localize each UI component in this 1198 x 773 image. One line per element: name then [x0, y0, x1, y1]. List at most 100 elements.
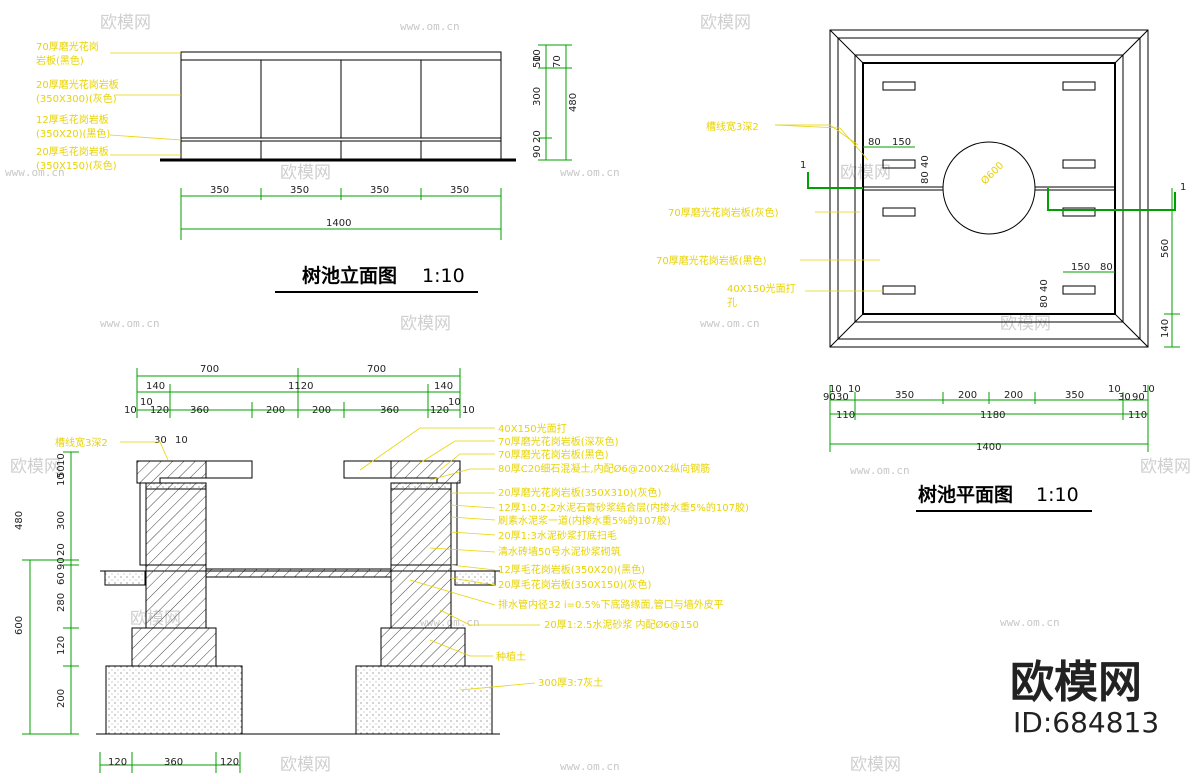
- section-view: 700 700 140 1120 140 10 10 120 360 200 2…: [14, 364, 749, 773]
- elev-rdim-50: 50: [532, 55, 543, 68]
- plan-label-hole-2: 孔: [727, 297, 737, 309]
- svg-text:欧模网: 欧模网: [100, 13, 151, 33]
- watermark-brand-10: 欧模网: [280, 755, 331, 773]
- sec-label-9: 清水砖墙50号水泥砂浆砌筑: [498, 545, 621, 558]
- sec-label-4: 80厚C20细石混凝土,内配Ø6@200X2纵向钢筋: [498, 462, 710, 475]
- sec-tdim-1120: 1120: [288, 381, 313, 392]
- sec-label-14: 种植土: [496, 650, 526, 663]
- plan-bdim-7: 200: [1004, 390, 1023, 401]
- plan-bdim-6: 200: [958, 390, 977, 401]
- sec-ldim-60: 60: [56, 572, 67, 585]
- watermark-url-2: www.om.cn: [5, 166, 65, 179]
- sec-label-2: 70厚磨光花岗岩板(深灰色): [498, 435, 619, 448]
- watermark-brand-7: 欧模网: [10, 457, 61, 477]
- elev-label-8: (350X150)(灰色): [36, 159, 117, 172]
- plan-idim-6: 80: [1100, 262, 1113, 273]
- plan-bdim-total: 1400: [976, 442, 1001, 453]
- watermark-brand-4: 欧模网: [840, 163, 891, 183]
- sec-ldim-280: 280: [56, 593, 67, 612]
- watermark-layer: 欧模网 www.om.cn 欧模网 www.om.cn 欧模网 www.om.c…: [5, 13, 1191, 773]
- plan-bdim-2: 90: [823, 392, 836, 403]
- sec-ldim-480: 480: [14, 511, 25, 530]
- sec-ldim-300: 300: [56, 511, 67, 530]
- elev-bdim-4: 350: [450, 185, 469, 196]
- watermark-url-1: www.om.cn: [400, 20, 460, 33]
- plan-section-mark-left: 1: [800, 160, 806, 171]
- plan-label-groove: 槽线宽3深2: [706, 120, 759, 133]
- sec-tdim-r3-6: 200: [312, 405, 331, 416]
- plan-idim-5: 150: [1071, 262, 1090, 273]
- plan-idim-1: 80: [868, 137, 881, 148]
- plan-view: Ø600 80 150 80 40 150 80 80 40 1 1 槽线宽3深…: [656, 29, 1186, 512]
- sec-tdim-700-right: 700: [367, 364, 386, 375]
- elev-bdim-2: 350: [290, 185, 309, 196]
- sec-top-small-30: 30: [154, 435, 167, 446]
- plan-rdim-560: 560: [1160, 239, 1171, 258]
- plan-bdim-8: 350: [1065, 390, 1084, 401]
- sec-ldim-600: 600: [14, 616, 25, 635]
- sec-tdim-r3-7: 360: [380, 405, 399, 416]
- elev-label-5: 12厚毛花岗岩板: [36, 113, 109, 126]
- sec-ldim-200: 200: [56, 689, 67, 708]
- elev-rdim-480: 480: [568, 93, 579, 112]
- sec-ldim-3: 10: [56, 473, 67, 486]
- sec-ldim-20: 20: [56, 543, 67, 556]
- sec-tdim-140-right: 140: [434, 381, 453, 392]
- sec-top-small-10: 10: [175, 435, 188, 446]
- elevation-scale: 1:10: [422, 265, 465, 287]
- plan-title: 树池平面图: [918, 483, 1013, 506]
- elev-label-3: 20厚磨光花岗岩板: [36, 78, 119, 91]
- sec-tdim-r3-3: 120: [150, 405, 169, 416]
- sec-tdim-r3-4: 360: [190, 405, 209, 416]
- plan-bdim-10: 30: [1118, 392, 1131, 403]
- sec-tdim-r3-9: 10: [448, 397, 461, 408]
- sec-label-12: 排水管内径32 i=0.5%下底路缘面,管口与墙外皮平: [498, 598, 724, 611]
- sec-ldim-120: 120: [56, 636, 67, 655]
- plan-idim-4: 40: [920, 155, 931, 168]
- sec-label-11: 20厚毛花岗岩板(350X150)(灰色): [498, 578, 651, 591]
- elev-label-2: 岩板(黑色): [36, 54, 84, 67]
- watermark-url-5: www.om.cn: [700, 317, 760, 330]
- plan-bdim-110-left: 110: [836, 410, 855, 421]
- sec-tdim-r3-10: 10: [462, 405, 475, 416]
- sec-bdim-120-right: 120: [220, 757, 239, 768]
- sec-label-8: 20厚1:3水泥砂浆打底扫毛: [498, 529, 617, 542]
- sec-ldim-90: 90: [56, 557, 67, 570]
- brand-logo-id: ID:684813: [1013, 706, 1159, 739]
- elev-rdim-20: 20: [532, 130, 543, 143]
- sec-tdim-700-left: 700: [200, 364, 219, 375]
- watermark-brand-1: 欧模网: [100, 13, 151, 33]
- elev-label-7: 20厚毛花岗岩板: [36, 145, 109, 158]
- sec-tdim-r3-2: 10: [140, 397, 153, 408]
- elev-bdim-1: 350: [210, 185, 229, 196]
- watermark-brand-8: 欧模网: [1140, 457, 1191, 477]
- plan-bdim-5: 350: [895, 390, 914, 401]
- sec-bdim-360: 360: [164, 757, 183, 768]
- plan-bdim-1: 10: [829, 384, 842, 395]
- sec-tdim-r3-8: 120: [430, 405, 449, 416]
- watermark-brand-11: 欧模网: [850, 755, 901, 773]
- elev-rdim-10: 10: [532, 49, 543, 62]
- plan-label-grey: 70厚磨光花岗岩板(灰色): [668, 206, 779, 219]
- plan-bdim-4: 10: [848, 384, 861, 395]
- watermark-url-4: www.om.cn: [100, 317, 160, 330]
- brand-logo: 欧模网 ID:684813: [1010, 657, 1159, 739]
- plan-label-hole-1: 40X150光面打: [727, 282, 796, 295]
- sec-label-15: 300厚3:7灰土: [538, 676, 603, 689]
- sec-label-5: 20厚磨光花岗岩板(350X310)(灰色): [498, 486, 661, 499]
- sec-tdim-r3-5: 200: [266, 405, 285, 416]
- elev-rdim-300: 300: [532, 87, 543, 106]
- elev-bdim-3: 350: [370, 185, 389, 196]
- elev-rdim-90: 90: [532, 145, 543, 158]
- sec-label-6: 12厚1:0.2:2水泥石膏砂浆结合层(内掺水重5%的107胶): [498, 501, 749, 514]
- plan-rdim-140: 140: [1160, 319, 1171, 338]
- plan-bdim-11: 90: [1132, 392, 1145, 403]
- sec-label-7: 刷素水泥浆一道(内掺水重5%的107胶): [498, 514, 671, 527]
- watermark-brand-2: 欧模网: [700, 13, 751, 33]
- sec-ldim-2: 50: [56, 465, 67, 478]
- elev-label-6: (350X20)(黑色): [36, 127, 110, 140]
- brand-logo-text: 欧模网: [1010, 657, 1142, 708]
- elev-label-4: (350X300)(灰色): [36, 92, 117, 105]
- elevation-view: 70厚磨光花岗 岩板(黑色) 20厚磨光花岗岩板 (350X300)(灰色) 1…: [36, 40, 579, 293]
